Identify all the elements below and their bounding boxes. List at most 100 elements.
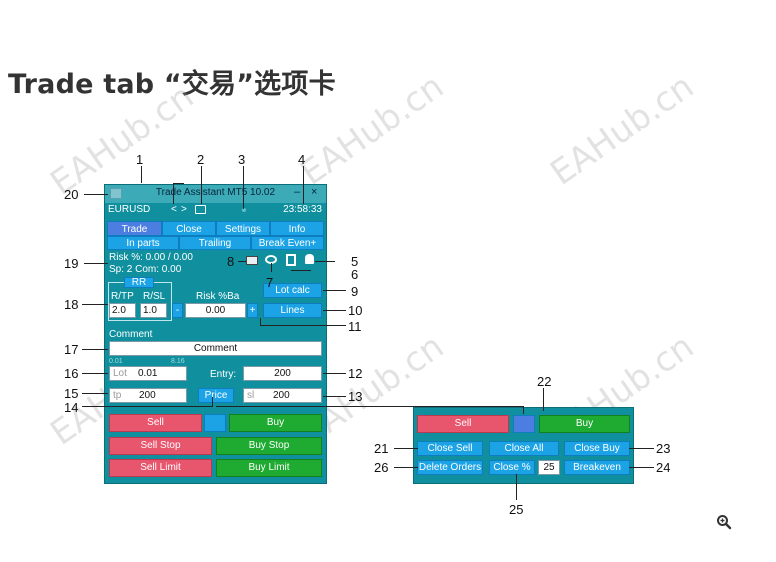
buy-button-2[interactable]: Buy: [539, 415, 630, 433]
title-bar[interactable]: [105, 185, 326, 203]
callout-line: [201, 166, 202, 204]
lot-calc-button[interactable]: Lot calc: [263, 283, 322, 298]
comment-input[interactable]: Comment: [109, 341, 322, 356]
callout-line: [394, 448, 418, 449]
risk-input[interactable]: 0.00: [185, 303, 246, 318]
delete-orders-button[interactable]: Delete Orders: [417, 460, 483, 475]
sell-button-2[interactable]: Sell: [417, 415, 509, 433]
status-dot-icon: [242, 208, 246, 212]
close-percent-button[interactable]: Close %: [489, 460, 535, 475]
risk-decrease-button[interactable]: -: [172, 303, 183, 318]
sell-stop-button[interactable]: Sell Stop: [109, 437, 212, 455]
close-all-button[interactable]: Close All: [489, 441, 559, 456]
tab-trade[interactable]: Trade: [107, 221, 162, 236]
app-icon: [110, 188, 122, 199]
rtp-input[interactable]: 2.0: [109, 303, 136, 318]
sl-placeholder: sl: [243, 388, 322, 403]
risk-increase-button[interactable]: +: [247, 303, 258, 318]
risk-stat: Risk %: 0.00 / 0.00: [109, 252, 193, 263]
callout-number: 1: [136, 152, 144, 167]
lot-min-label: 0.01: [109, 358, 123, 365]
breakeven-button[interactable]: Breakeven: [564, 460, 630, 475]
entry-input[interactable]: 200: [243, 366, 322, 381]
callout-number: 21: [374, 441, 389, 456]
callout-line: [173, 183, 174, 204]
callout-line: [303, 166, 304, 204]
close-buy-button[interactable]: Close Buy: [564, 441, 630, 456]
entry-label: Entry:: [210, 369, 237, 380]
subtab-in-parts[interactable]: In parts: [107, 236, 179, 250]
folder-icon[interactable]: [195, 205, 206, 214]
callout-number: 22: [537, 374, 552, 389]
lines-button[interactable]: Lines: [263, 303, 322, 318]
spread-indicator: [204, 414, 226, 432]
tab-close[interactable]: Close: [162, 221, 216, 236]
close-sell-button[interactable]: Close Sell: [417, 441, 483, 456]
sl-input[interactable]: 200: [273, 390, 290, 401]
spread-indicator-2: [513, 415, 535, 433]
callout-line: [82, 349, 108, 350]
lot-max-label: 8.16: [171, 358, 185, 365]
screenshot-icon[interactable]: [246, 256, 258, 265]
callout-line: [323, 373, 346, 374]
callout-line: [82, 393, 108, 394]
callout-number: 23: [656, 441, 671, 456]
callout-line: [141, 166, 142, 183]
sell-limit-button[interactable]: Sell Limit: [109, 459, 212, 477]
price-button[interactable]: Price: [198, 388, 234, 403]
calendar-icon[interactable]: [286, 254, 296, 266]
tp-input[interactable]: 200: [139, 390, 156, 401]
callout-line: [523, 406, 524, 414]
bell-icon[interactable]: [305, 254, 314, 264]
subtab-trailing[interactable]: Trailing: [179, 236, 251, 250]
buy-stop-button[interactable]: Buy Stop: [216, 437, 322, 455]
buy-limit-button[interactable]: Buy Limit: [216, 459, 322, 477]
callout-line: [82, 406, 212, 407]
tab-info[interactable]: Info: [270, 221, 324, 236]
sell-button[interactable]: Sell: [109, 414, 202, 432]
callout-number: 18: [64, 297, 79, 312]
rsl-input[interactable]: 1.0: [140, 303, 167, 318]
comment-label: Comment: [109, 329, 153, 340]
buy-button[interactable]: Buy: [229, 414, 322, 432]
close-panel: Sell Buy Close Sell Close All Close Buy …: [413, 407, 634, 484]
callout-number: 8: [227, 254, 235, 269]
callout-number: 14: [64, 400, 79, 415]
spread-stat: Sp: 2 Com: 0.00: [109, 264, 182, 275]
tab-settings[interactable]: Settings: [216, 221, 270, 236]
trade-assistant-window: Trade Assistant MT5 10.02 – × EURUSD < >…: [104, 184, 327, 484]
callout-line: [243, 166, 244, 209]
callout-line: [291, 270, 311, 271]
callout-line: [212, 397, 213, 407]
callout-number: 7: [266, 275, 274, 290]
callout-line: [629, 467, 654, 468]
rr-toggle-button[interactable]: RR: [124, 277, 154, 288]
prev-symbol-button[interactable]: <: [171, 204, 177, 215]
lot-input[interactable]: 0.01: [138, 368, 158, 379]
callout-line: [82, 373, 108, 374]
callout-line: [543, 388, 544, 411]
zoom-in-icon[interactable]: [716, 514, 732, 535]
server-clock: 23:58:33: [283, 204, 322, 215]
window-title: Trade Assistant MT5 10.02: [155, 187, 276, 198]
callout-number: 10: [348, 303, 363, 318]
callout-number: 9: [351, 284, 359, 299]
callout-number: 15: [64, 386, 79, 401]
lot-placeholder: Lot: [109, 366, 187, 381]
close-window-button[interactable]: ×: [311, 186, 318, 198]
minimize-button[interactable]: –: [294, 186, 301, 198]
callout-number: 6: [351, 267, 359, 282]
close-percent-input[interactable]: 25: [538, 460, 560, 475]
callout-line: [82, 304, 108, 305]
tp-placeholder: tp: [109, 388, 187, 403]
callout-line: [84, 263, 108, 264]
callout-line: [173, 183, 184, 184]
callout-line: [315, 261, 335, 262]
callout-number: 5: [351, 254, 359, 269]
subtab-break-even[interactable]: Break Even+: [251, 236, 324, 250]
callout-number: 13: [348, 389, 363, 404]
next-symbol-button[interactable]: >: [181, 204, 187, 215]
callout-number: 26: [374, 460, 389, 475]
watermark: EAHub.cn: [543, 66, 702, 194]
callout-number: 11: [348, 319, 362, 334]
